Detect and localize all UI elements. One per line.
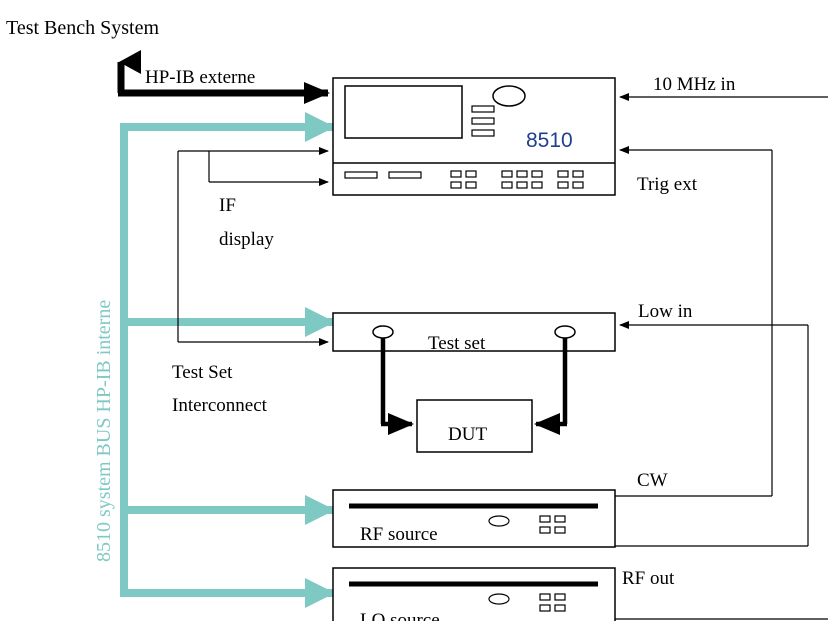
system-bus <box>120 112 335 608</box>
analyzer-model-label: 8510 <box>526 129 573 152</box>
hpib-externe-label: HP-IB externe <box>145 67 255 88</box>
analyzer-8510 <box>332 77 616 196</box>
lo-source-label: LO source <box>360 610 440 621</box>
rf-source-label: RF source <box>360 524 438 545</box>
hpib-externe-connection <box>117 50 330 104</box>
rf-source-block <box>332 489 616 548</box>
dut-connections <box>380 338 568 435</box>
analyzer-knob <box>492 85 526 107</box>
ten-mhz-label: 10 MHz in <box>653 74 736 95</box>
trig-cw-connection <box>615 146 773 497</box>
dut-block <box>416 399 533 453</box>
lo-source-block <box>332 567 828 621</box>
low-in-connection <box>615 321 809 547</box>
test-set-port1 <box>372 325 394 339</box>
if-display-label-line1: IF <box>219 195 236 216</box>
if-display-connection <box>177 147 329 346</box>
test-set-interconnect-label-line2: Interconnect <box>172 395 268 416</box>
cw-label: CW <box>637 470 668 491</box>
dut-label: DUT <box>448 424 487 445</box>
rf-out-label: RF out <box>622 568 675 589</box>
test-set-interconnect-label-line1: Test Set <box>172 362 233 383</box>
low-in-label: Low in <box>638 301 693 322</box>
test-set-label: Test set <box>428 333 486 354</box>
test-set-block <box>332 312 616 352</box>
analyzer-screen <box>344 85 463 139</box>
test-set-port2 <box>554 325 576 339</box>
diagram-title: Test Bench System <box>6 17 159 39</box>
trig-ext-label: Trig ext <box>637 174 698 195</box>
system-bus-label: 8510 system BUS HP-IB interne <box>93 300 115 562</box>
if-display-label-line2: display <box>219 229 274 250</box>
